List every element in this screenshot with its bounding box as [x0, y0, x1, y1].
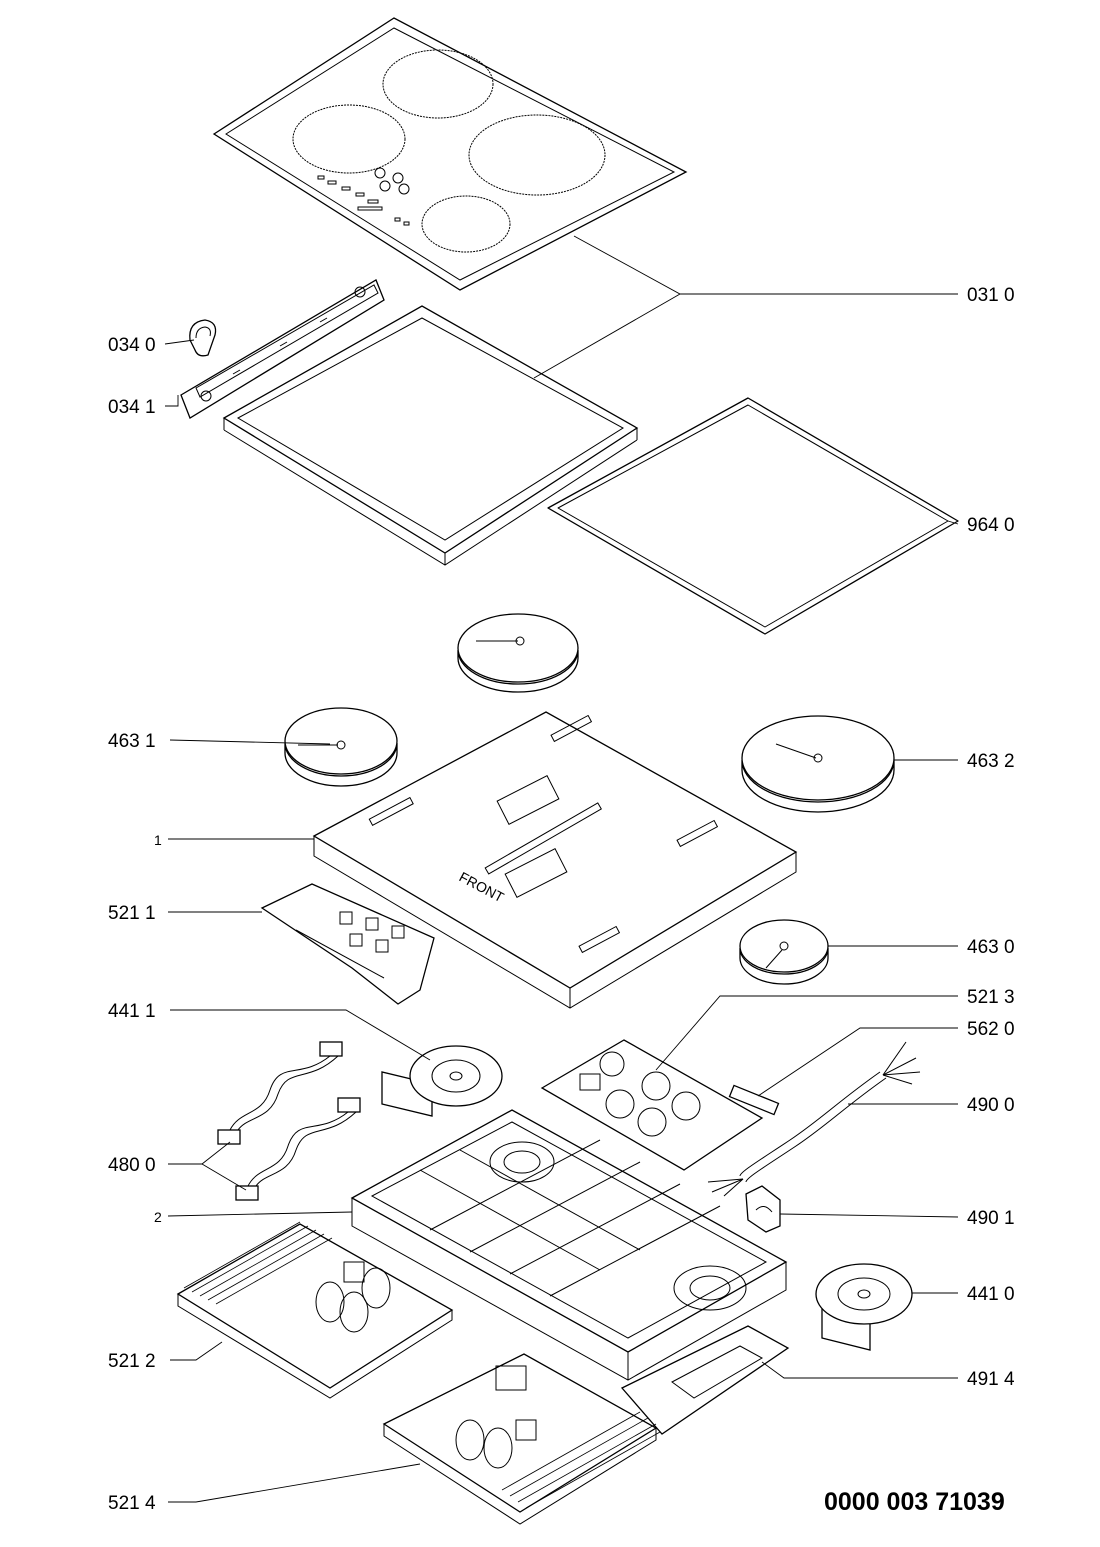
part-label-441-0: 441 0 — [967, 1284, 1015, 1305]
control-board-part — [260, 883, 435, 1005]
part-label-521-1: 521 1 — [108, 903, 156, 924]
mains-cable-part — [707, 1041, 921, 1197]
part-label-463-1: 463 1 — [108, 731, 156, 752]
flat-cables-part — [217, 1041, 361, 1201]
fan-4410-part — [815, 1263, 913, 1351]
side-bracket-part — [180, 279, 385, 419]
part-label-463-0: 463 0 — [967, 937, 1015, 958]
part-label-562-0: 562 0 — [967, 1019, 1015, 1040]
part-label-964-0: 964 0 — [967, 515, 1015, 536]
filter-cover-part — [620, 1325, 790, 1435]
part-label-034-0: 034 0 — [108, 335, 156, 356]
part-label-031-0: 031 0 — [967, 285, 1015, 306]
bottom-box-part — [350, 1109, 788, 1381]
clip-part — [189, 319, 217, 357]
document-number: 0000 003 71039 — [824, 1488, 1005, 1516]
hob-frame-part — [222, 305, 639, 566]
glass-top-part — [212, 17, 688, 291]
cable-clamp-part — [745, 1185, 781, 1233]
part-label-034-1: 034 1 — [108, 397, 156, 418]
part-label-463-2: 463 2 — [967, 751, 1015, 772]
induction-coil-top-part — [457, 613, 579, 693]
fuse-part — [728, 1084, 780, 1116]
power-board-5212-part — [176, 1221, 454, 1399]
power-board-5213-part — [540, 1039, 764, 1171]
part-label-480-0: 480 0 — [108, 1155, 156, 1176]
induction-coil-4632-part — [741, 715, 895, 813]
part-label-490-1: 490 1 — [967, 1208, 1015, 1229]
fan-4411-part — [381, 1045, 503, 1117]
part-labels: 031 0 034 0 034 1 964 0 463 1 463 2 1 52… — [108, 285, 1015, 1514]
part-label-521-2: 521 2 — [108, 1351, 156, 1372]
leader-lines — [164, 235, 959, 1503]
part-label-1: 1 — [154, 832, 162, 848]
part-label-521-4: 521 4 — [108, 1493, 156, 1514]
touch-control-marks — [317, 167, 410, 226]
part-label-491-4: 491 4 — [967, 1369, 1015, 1390]
induction-coil-4630-part — [739, 919, 829, 985]
part-label-490-0: 490 0 — [967, 1095, 1015, 1116]
power-board-5214-part — [382, 1353, 661, 1525]
part-label-441-1: 441 1 — [108, 1001, 156, 1022]
part-label-2: 2 — [154, 1209, 162, 1225]
coil-support-plate-part: FRONT — [312, 711, 798, 1009]
part-label-521-3: 521 3 — [967, 987, 1015, 1008]
induction-coil-4631-part — [284, 707, 398, 787]
